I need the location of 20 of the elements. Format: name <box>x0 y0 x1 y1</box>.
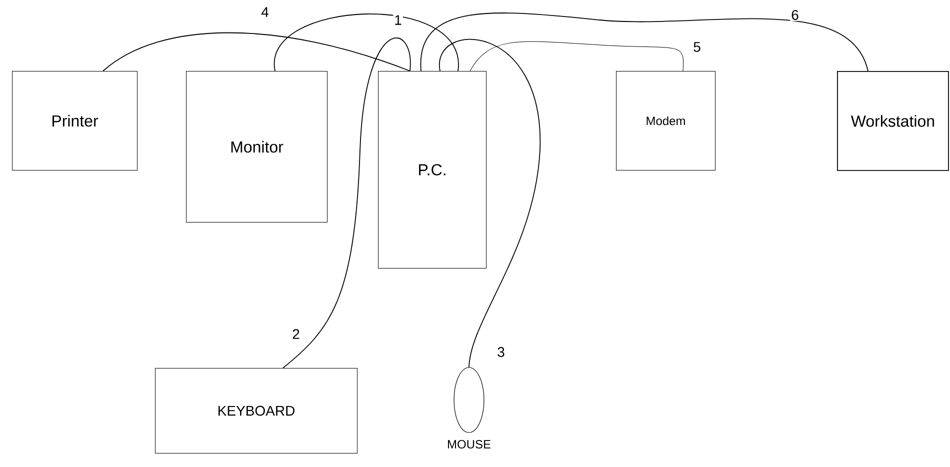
cable-number: 1 <box>393 14 403 26</box>
workstation-box: Workstation <box>837 71 949 171</box>
cable-number: 3 <box>496 346 506 358</box>
printer-box: Printer <box>12 71 138 170</box>
cable-number: 2 <box>291 328 301 340</box>
cable-number: 4 <box>260 6 270 18</box>
cable-line <box>274 14 458 72</box>
keyboard-box: KEYBOARD <box>155 368 358 454</box>
monitor-box: Monitor <box>186 71 328 222</box>
modem-box: Modem <box>616 71 716 170</box>
cable-line <box>420 12 868 72</box>
cable-number: 6 <box>790 9 800 21</box>
cable-line <box>102 32 410 72</box>
cable-line <box>470 41 684 72</box>
cable-line <box>440 39 540 368</box>
pc-box: P.C. <box>378 71 486 268</box>
node-label: MOUSE <box>448 440 490 448</box>
mouse-drawing: MOUSE <box>448 367 490 448</box>
cable-line <box>282 38 411 368</box>
cable-number: 5 <box>692 41 702 53</box>
